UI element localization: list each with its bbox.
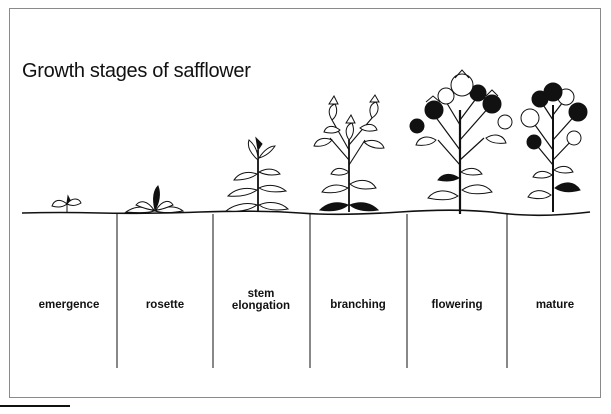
- corner-mark: [0, 405, 70, 407]
- plant-mature: [521, 83, 587, 212]
- stage-label-mature: mature: [507, 299, 603, 311]
- stage-label-branching: branching: [310, 299, 406, 311]
- ground-line: [22, 210, 590, 215]
- plant-emergence: [52, 196, 81, 212]
- stage-label-stem-elongation: stem elongation: [213, 288, 309, 312]
- plant-branching: [314, 95, 384, 212]
- column-dividers: [117, 214, 507, 368]
- stage-label-flowering: flowering: [409, 299, 505, 311]
- plant-rosette: [126, 186, 183, 213]
- plant-flowering: [410, 70, 512, 214]
- plant-stem-elongation: [226, 138, 288, 212]
- stage-label-rosette: rosette: [117, 299, 213, 311]
- stage-label-emergence: emergence: [21, 299, 117, 311]
